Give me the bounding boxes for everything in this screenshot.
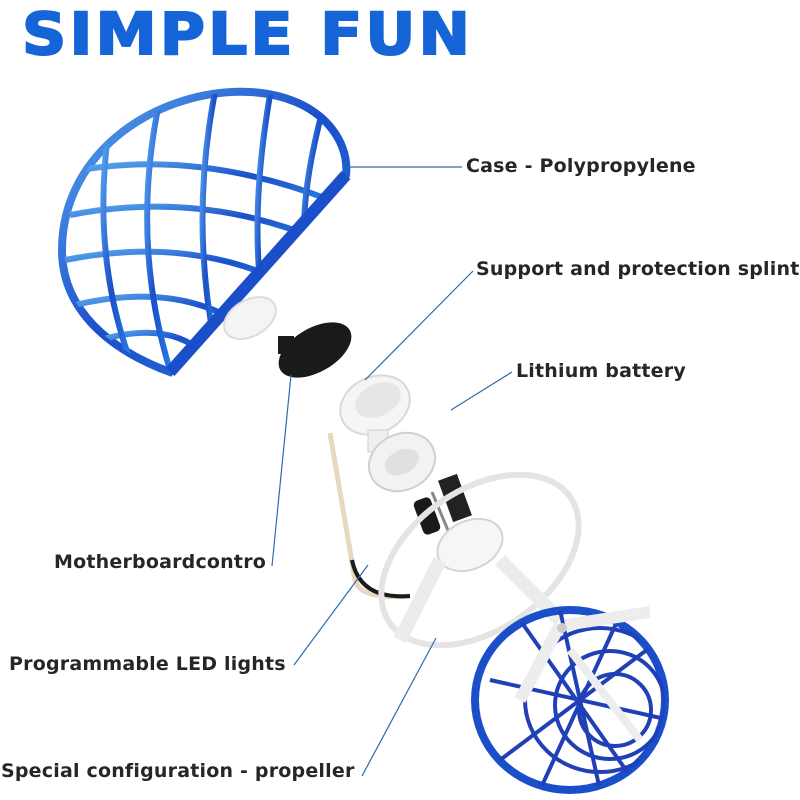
label-case: Case - Polypropylene: [466, 155, 696, 177]
case-dome-icon: [57, 87, 351, 377]
label-propeller: Special configuration - propeller: [1, 760, 355, 782]
case-bottom-ball-icon: [471, 606, 669, 794]
label-splint: Support and protection splint: [476, 258, 800, 280]
support-cup-icon: [339, 374, 411, 436]
leader-line-propeller: [361, 637, 437, 777]
label-motherboard: Motherboardcontro: [54, 551, 267, 573]
leader-line-motherboard: [271, 374, 292, 567]
page-title: SIMPLE FUN: [21, 0, 474, 68]
leader-line-led: [293, 564, 369, 666]
motherboard-icon: [278, 322, 352, 378]
leader-line-splint: [364, 270, 474, 381]
label-battery: Lithium battery: [516, 360, 686, 382]
leader-line-battery: [450, 371, 513, 411]
motor-icon: [367, 429, 437, 493]
splint-disc-icon: [223, 296, 277, 340]
label-led: Programmable LED lights: [9, 653, 286, 675]
